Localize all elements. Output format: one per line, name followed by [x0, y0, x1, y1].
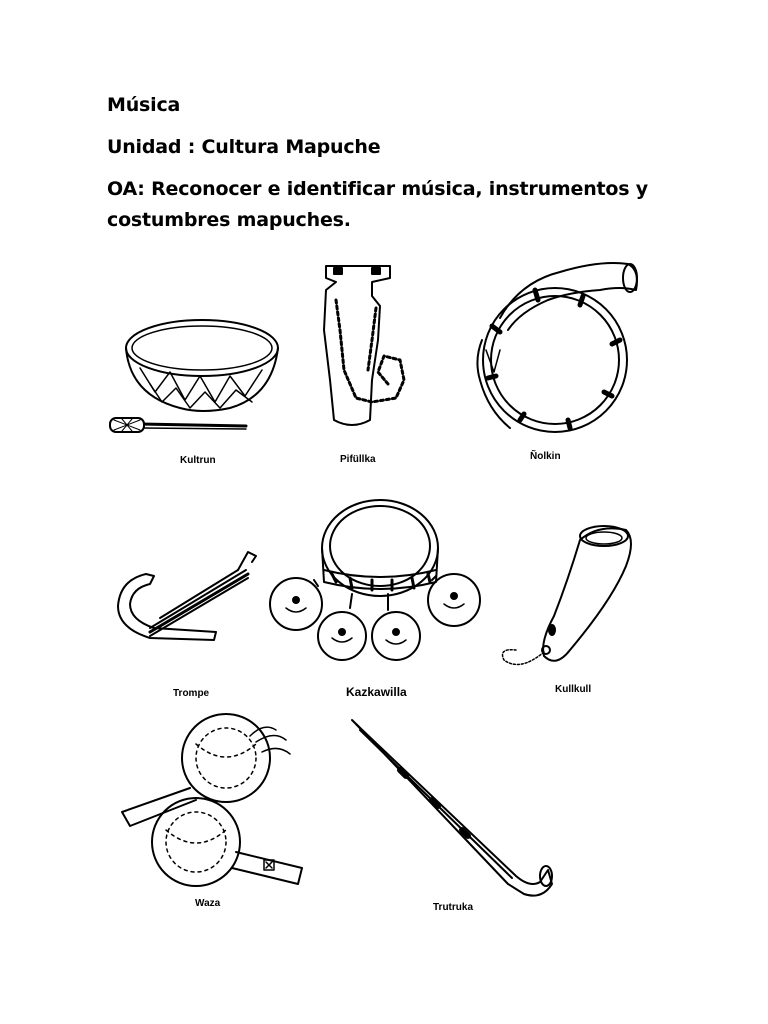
- subject-title: Música: [107, 94, 181, 116]
- waza-caption: Waza: [195, 898, 221, 909]
- waza-drawing: [122, 714, 302, 886]
- trompe-caption: Trompe: [173, 688, 210, 699]
- nolkin-caption: Ñolkin: [530, 451, 561, 462]
- nolkin-drawing: [477, 263, 637, 432]
- objective-line-2: costumbres mapuches.: [107, 209, 351, 231]
- kultrun-drawing: [110, 320, 278, 432]
- unit-title: Unidad : Cultura Mapuche: [107, 136, 381, 158]
- kultrun-caption: Kultrun: [180, 455, 216, 466]
- objective-line-1: OA: Reconocer e identificar música, inst…: [107, 178, 648, 200]
- kullkull-caption: Kullkull: [555, 684, 592, 695]
- trutruka-caption: Trutruka: [433, 902, 474, 913]
- pifullka-drawing: [324, 266, 404, 425]
- kazkawilla-caption: Kazkawilla: [346, 685, 407, 699]
- kullkull-drawing: [503, 526, 632, 665]
- trompe-drawing: [118, 552, 256, 640]
- trutruka-drawing: [352, 720, 552, 896]
- kazkawilla-drawing: [270, 500, 480, 660]
- pifullka-caption: Pifüllka: [340, 454, 376, 465]
